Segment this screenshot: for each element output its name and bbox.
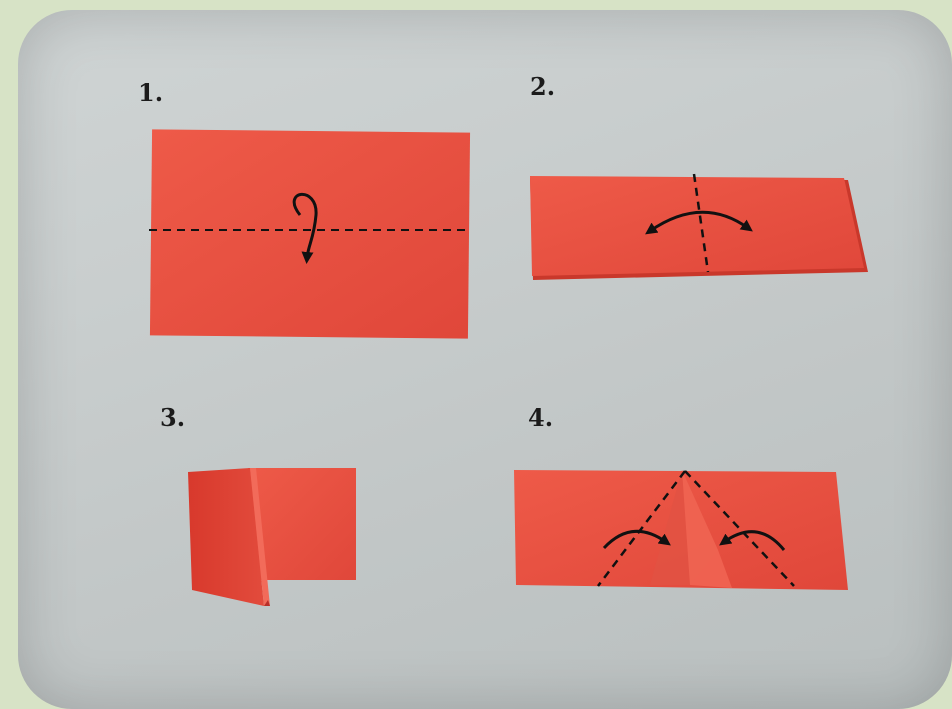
step-2-label: 2. xyxy=(530,72,555,101)
step-4-label: 4. xyxy=(528,403,553,432)
folding-diagram xyxy=(18,10,952,709)
step-2-paper xyxy=(530,174,868,280)
step-1-label: 1. xyxy=(138,78,163,107)
step-1-paper xyxy=(149,129,470,338)
step-4-paper xyxy=(514,470,848,590)
step-3-paper xyxy=(188,468,356,606)
step-3-label: 3. xyxy=(160,403,185,432)
origami-instructions-photo: 1. 2. 3. 4. xyxy=(18,10,952,709)
